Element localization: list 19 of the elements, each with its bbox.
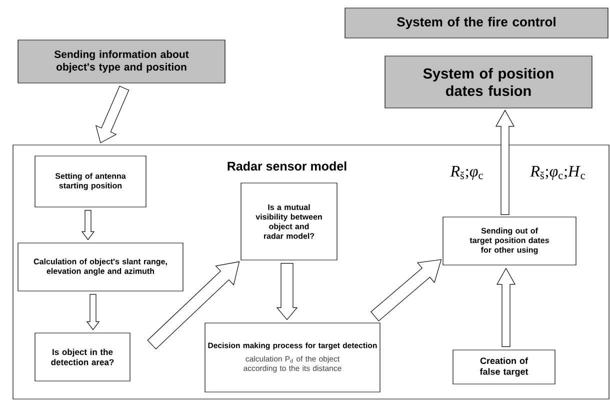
block-arrow (370, 259, 442, 322)
parameter-label: R$_{š}$;φ$_{c}$ (450, 166, 483, 180)
system-box: System of position dates fusion (384, 56, 592, 108)
block-arrow (496, 268, 516, 347)
decision-box: Is a mutual visibility between object and radar model? (240, 182, 338, 260)
block-arrow (81, 210, 95, 240)
block-arrow (147, 261, 240, 350)
process-box: Sending out of target position dates for other using (442, 216, 576, 266)
block-arrow (86, 294, 100, 330)
decision-box: Is object in the detection area? (34, 332, 130, 382)
block-arrow (276, 263, 298, 320)
block-arrow (96, 86, 130, 144)
process-box: Setting of antenna starting position (34, 156, 146, 208)
system-box: System of the fire control (344, 8, 608, 38)
process-box: Calculation of object's slant range, elevation angle and azimuth (18, 242, 184, 292)
block-arrow (496, 110, 515, 215)
process-box: Creation of false target (452, 350, 556, 384)
parameter-label: R$_{š}$;φ$_{c}$;H$_{c}$ (530, 166, 585, 180)
input-box: Sending information about object's type and position (18, 40, 226, 84)
